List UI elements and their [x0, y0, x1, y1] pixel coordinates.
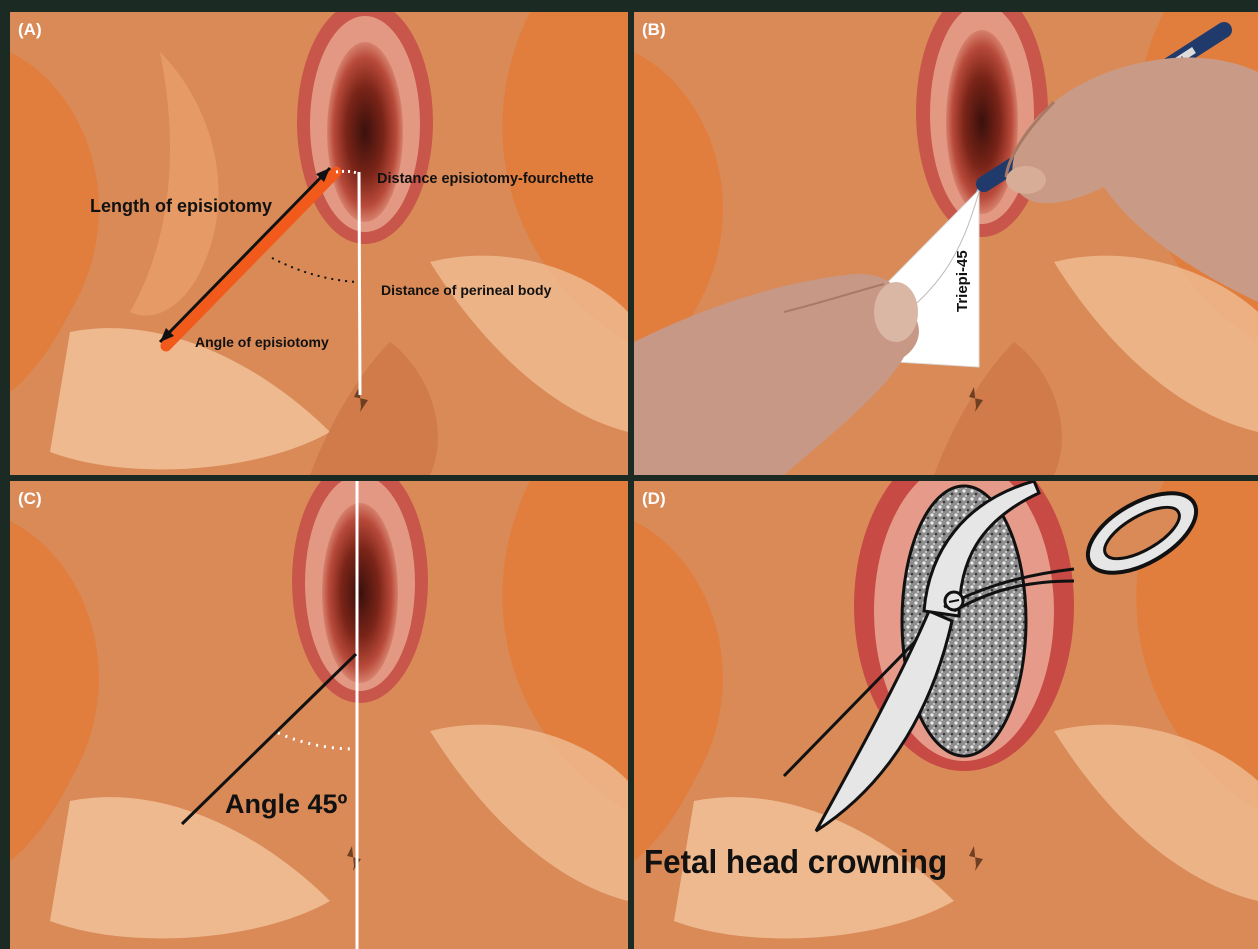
length-of-episiotomy-label: Length of episiotomy — [90, 196, 272, 217]
angle-of-episiotomy-label: Angle of episiotomy — [195, 334, 329, 350]
distance-episiotomy-fourchette-label: Distance episiotomy-fourchette — [377, 171, 594, 187]
triepi-45-label: Triepi-45 — [954, 250, 971, 312]
panel-label-d: (D) — [642, 489, 666, 509]
panel-label-a: (A) — [18, 20, 42, 40]
panel-label-c: (C) — [18, 489, 42, 509]
angle-45-label: Angle 45º — [225, 789, 347, 820]
panel-label-b: (B) — [642, 20, 666, 40]
perineum-illustration-c — [10, 481, 628, 949]
fetal-head-crowning-caption: Fetal head crowning — [644, 843, 947, 881]
panel-b: (B) Triepi-45 — [634, 12, 1258, 475]
perineal-body-line — [359, 172, 360, 395]
perineum-illustration-a — [10, 12, 628, 475]
panel-c: (C) Angle 45º — [10, 481, 628, 949]
perineum-illustration-b — [634, 12, 1258, 475]
distance-perineal-body-label: Distance of perineal body — [381, 282, 551, 298]
panel-d: (D) Fetal head crowning — [634, 481, 1258, 949]
panel-a: (A) Length of episiotomy Distance episio… — [10, 12, 628, 475]
